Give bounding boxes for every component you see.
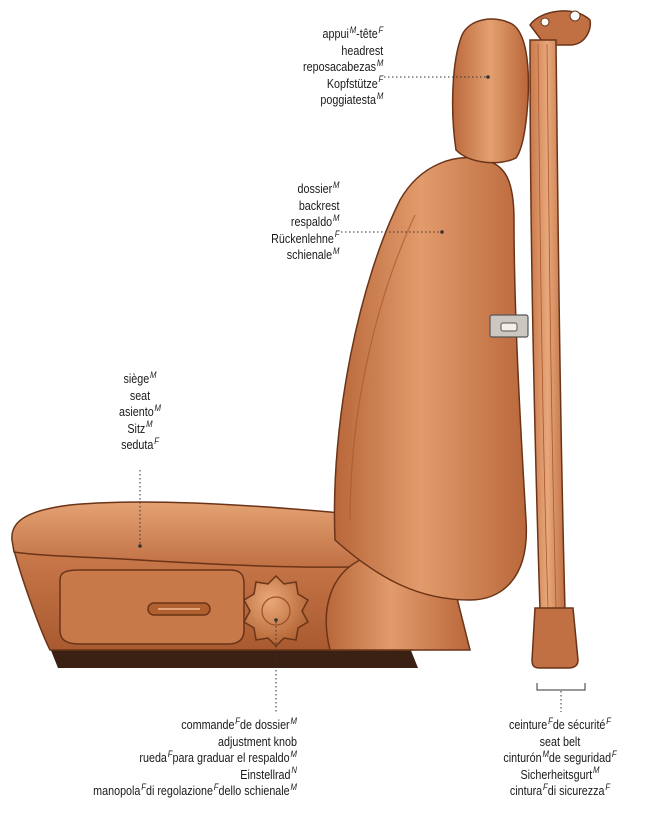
gender-marker: F [378,25,383,35]
gender-marker: M [377,58,383,68]
term-text: seat [130,389,150,403]
belt-term-line: cinturaFdi sicurezzaF [474,783,645,800]
term-text: schienale [286,248,331,262]
term-text: de sécurité [553,718,606,732]
knob-term-line: ruedaFpara graduar el respaldoM [93,750,297,767]
gender-marker: N [291,765,297,775]
gender-marker: F [154,436,159,446]
term-text: reposacabezas [303,60,376,74]
term-text: Rückenlehne [271,232,334,246]
term-text: cintura [510,784,542,798]
seat-term-line: asientoM [97,404,183,421]
gender-marker: M [349,25,355,35]
gender-marker: F [605,782,610,792]
headrest-term-line: appuiM-têteF [303,26,383,43]
term-text: ceinture [509,718,547,732]
term-text: Einstellrad [240,768,290,782]
gender-marker: M [155,403,161,413]
term-text: -tête [356,27,378,41]
term-text: headrest [341,44,383,58]
knob-term-line: EinstellradN [93,767,297,784]
term-text: cinturón [503,751,541,765]
gender-marker: M [291,716,297,726]
term-text: di regolazione [146,784,213,798]
term-text: seat belt [540,735,581,749]
gender-marker: M [150,370,156,380]
term-text: Sicherheitsgurt [520,768,592,782]
term-text: siège [123,372,149,386]
gender-marker: M [333,180,339,190]
backrest-term-line: RückenlehneF [271,231,339,248]
seat-term-line: sedutaF [97,437,183,454]
headrest-term-line: reposacabezasM [303,59,383,76]
belt-term-line: seat belt [474,734,645,751]
gender-marker: M [146,419,152,429]
term-text: manopola [93,784,140,798]
gender-marker: M [333,213,339,223]
knob-term-line: adjustment knob [93,734,297,751]
belt-term-line: SicherheitsgurtM [474,767,645,784]
term-text: poggiatesta [320,93,376,107]
gender-marker: F [612,749,617,759]
term-text: rueda [139,751,167,765]
headrest [453,19,529,163]
term-text: dello schienale [219,784,290,798]
gender-marker: F [606,716,611,726]
gender-marker: M [291,749,297,759]
term-text: backrest [298,199,339,213]
gender-marker: F [378,74,383,84]
seat-base-shadow [50,648,418,668]
term-text: Sitz [127,422,145,436]
seat-term-line: SitzM [97,421,183,438]
seat-term-line: siègeM [97,371,183,388]
headrest-term-line: KopfstützeF [303,76,383,93]
term-text: dossier [297,182,332,196]
term-text: de seguridad [549,751,611,765]
term-text: di sicurezza [548,784,605,798]
term-text: Kopfstütze [327,77,378,91]
backrest-term-line: dossierM [271,181,339,198]
headrest-term-line: headrest [303,43,383,60]
gender-marker: M [333,246,339,256]
knob-term-line: commandeFde dossierM [93,717,297,734]
headrest-term-line: poggiatestaM [303,92,383,109]
gender-marker: M [377,91,383,101]
belt-term-line: cinturónMde seguridadF [474,750,645,767]
backrest-term-line: schienaleM [271,247,339,264]
gender-marker: M [291,782,297,792]
term-text: seduta [121,438,153,452]
term-text: asiento [119,405,154,419]
term-text: commande [181,718,234,732]
term-text: para graduar el respaldo [173,751,290,765]
gender-marker: M [593,765,599,775]
knob-term-line: manopolaFdi regolazioneFdello schienaleM [93,783,297,800]
term-text: adjustment knob [218,735,297,749]
seat-term-line: seat [97,388,183,405]
backrest-term-line: backrest [271,198,339,215]
term-text: respaldo [290,215,331,229]
term-text: de dossier [240,718,290,732]
belt-term-line: ceintureFde sécuritéF [474,717,645,734]
backrest-term-line: respaldoM [271,214,339,231]
gender-marker: F [334,229,339,239]
term-text: appui [322,27,348,41]
